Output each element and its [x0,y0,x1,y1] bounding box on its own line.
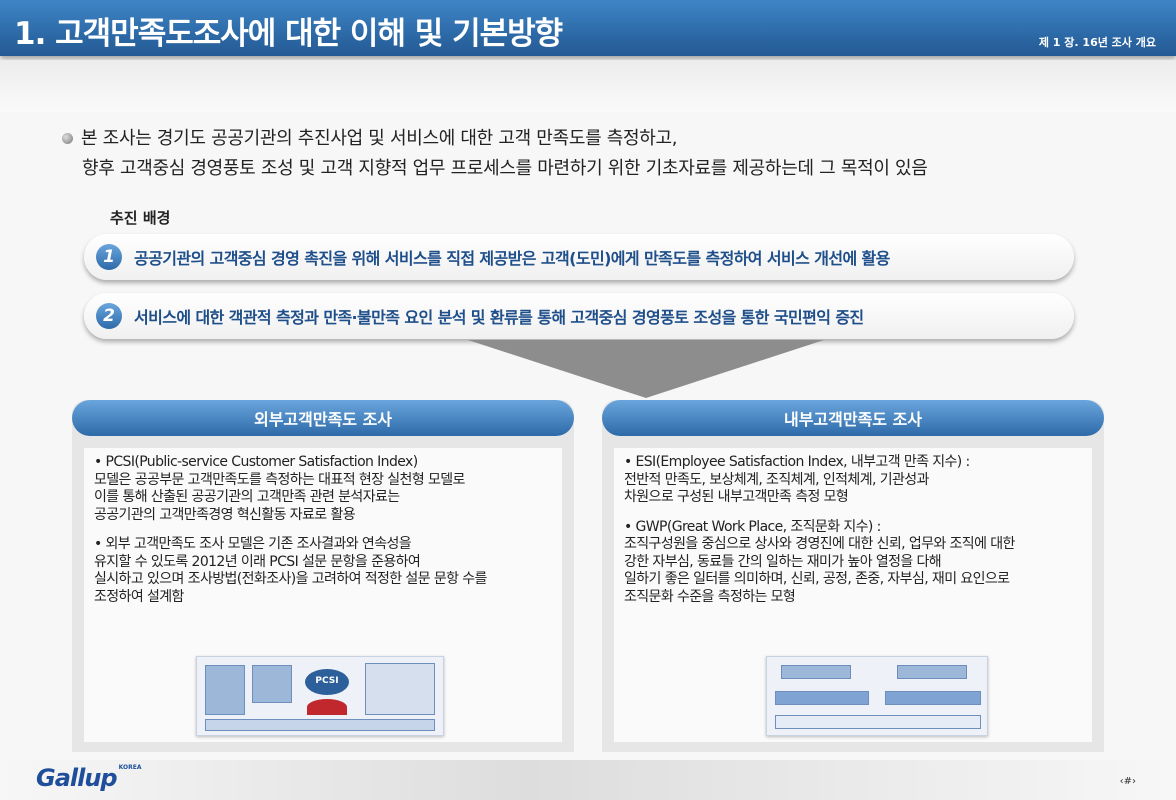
page-title: 1. 고객만족도조사에 대한 이해 및 기본방향 [14,16,563,52]
footer [0,760,1176,800]
intro-line-1: 본 조사는 경기도 공공기관의 추진사업 및 서비스에 대한 고객 만족도를 측… [81,128,678,149]
bullet-text: • PCSI(Public-service Customer Satisfact… [94,454,465,523]
background-label: 추진 배경 [110,209,171,227]
internal-survey-panel: 내부고객만족도 조사 • ESI(Employee Satisfaction I… [602,400,1104,752]
bullet-text: • ESI(Employee Satisfaction Index, 내부고객 … [624,454,970,505]
background-item-text: 서비스에 대한 객관적 측정과 만족·불만족 요인 분석 및 환류를 통해 고객… [134,308,864,327]
background-item-2: 2 서비스에 대한 객관적 측정과 만족·불만족 요인 분석 및 환류를 통해 … [84,293,1074,339]
number-badge: 2 [96,303,122,329]
bullet-text: • GWP(Great Work Place, 조직문화 지수) : 조직구성원… [624,518,1015,605]
pcsi-model-diagram: PCSI [196,656,444,736]
number-badge: 1 [96,244,122,270]
intro-line-2: 향후 고객중심 경영풍토 조성 및 고객 지향적 업무 프로세스를 마련하기 위… [82,158,928,179]
panel-body: • PCSI(Public-service Customer Satisfact… [84,448,562,742]
header-bar: 1. 고객만족도조사에 대한 이해 및 기본방향 제 1 장. 16년 조사 개… [0,0,1176,56]
background-item-1: 1 공공기관의 고객중심 경영 촉진을 위해 서비스를 직접 제공받은 고객(도… [84,234,1074,280]
pcsi-node: PCSI [305,669,349,695]
intro-text: 본 조사는 경기도 공공기관의 추진사업 및 서비스에 대한 고객 만족도를 측… [62,124,1162,184]
background-item-text: 공공기관의 고객중심 경영 촉진을 위해 서비스를 직접 제공받은 고객(도민)… [134,249,890,268]
external-survey-panel: 외부고객만족도 조사 • PCSI(Public-service Custome… [72,400,574,752]
panel-title: 내부고객만족도 조사 [602,400,1104,436]
bullet-icon [62,133,73,144]
logo-text: Gallup [36,764,118,792]
down-arrow-icon [468,340,824,398]
header-band [0,60,1176,112]
esi-gwp-model-diagram [766,656,988,736]
chapter-label: 제 1 장. 16년 조사 개요 [1038,36,1156,49]
page-number: ‹#› [1119,776,1136,787]
logo-subtext: KOREA [118,764,142,771]
panel-title: 외부고객만족도 조사 [72,400,574,436]
bullet-text: • 외부 고객만족도 조사 모델은 기존 조사결과와 연속성을 유지할 수 있도… [94,536,487,605]
panel-body: • ESI(Employee Satisfaction Index, 내부고객 … [614,448,1092,742]
